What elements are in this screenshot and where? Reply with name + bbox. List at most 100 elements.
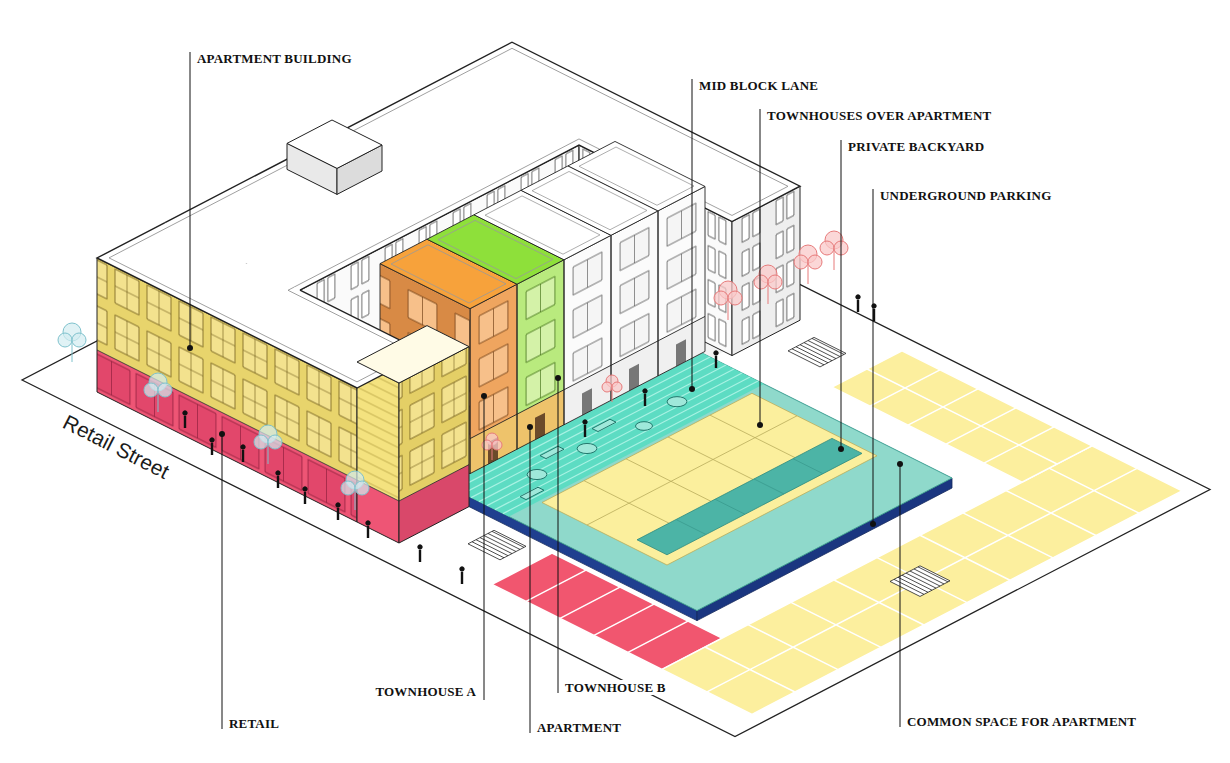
callout-label: UNDERGROUND PARKING	[878, 188, 1053, 203]
corner-tower	[399, 465, 469, 501]
person	[303, 487, 307, 491]
person	[241, 445, 245, 449]
leader-dot	[219, 431, 225, 437]
townhouse-facade	[564, 235, 611, 424]
leader-dot	[757, 422, 763, 428]
leader-line	[900, 464, 901, 727]
callout-label: TOWNHOUSES OVER APARTMENT	[765, 107, 993, 124]
street-name: Retail Street	[58, 410, 173, 486]
callout-label: APARTMENT BUILDING	[195, 50, 354, 67]
lane-tree	[492, 440, 502, 450]
street-tree	[341, 481, 355, 495]
person	[183, 411, 187, 415]
townhouse-facade	[517, 260, 564, 449]
lane-tree	[754, 265, 782, 304]
townhouse-roof	[579, 147, 694, 205]
callout-label: RETAIL	[227, 715, 281, 732]
lane-tree	[482, 433, 502, 460]
townhouse-facade	[611, 211, 658, 400]
stair-hatch	[788, 337, 846, 367]
callout-label: APARTMENT	[535, 719, 623, 736]
street-tree	[355, 481, 369, 495]
lane-tree	[728, 291, 742, 305]
townhouse-roof	[568, 141, 705, 210]
lane-tree	[808, 264, 809, 284]
private-backyard	[637, 438, 862, 554]
townhouse-roof	[532, 171, 647, 229]
lane-tree	[602, 375, 622, 402]
townhouse-roof	[380, 141, 705, 308]
person	[418, 545, 422, 549]
corner-tower	[357, 326, 469, 383]
callout-label: PRIVATE BACKYARD	[846, 139, 986, 154]
street-tree	[268, 435, 282, 449]
callout-label: TOWNHOUSE B	[563, 679, 668, 696]
lane-tree	[714, 291, 728, 305]
lane-tree	[834, 250, 835, 270]
townhouse-facade	[470, 186, 705, 473]
street-tree	[144, 373, 172, 412]
leader-line	[760, 109, 761, 425]
planter	[663, 395, 691, 409]
street-tree	[72, 342, 73, 362]
leader-line	[190, 52, 900, 733]
callout-label: RETAIL	[227, 716, 281, 731]
leader-line	[190, 52, 191, 348]
stair-hatch	[890, 566, 950, 597]
street-tree	[355, 490, 356, 510]
lane-tree	[794, 255, 808, 269]
leader-dot	[838, 446, 844, 452]
person	[276, 471, 280, 475]
corner-tower	[357, 326, 469, 383]
backyard-lines	[676, 459, 823, 535]
person	[856, 295, 860, 299]
planter	[520, 487, 544, 499]
leader-line	[558, 378, 559, 693]
callout-label: MID BLOCK LANE	[697, 77, 820, 94]
person	[643, 389, 647, 393]
lane-tree	[612, 388, 613, 402]
person	[366, 521, 370, 525]
planter	[523, 467, 551, 481]
leader-line	[873, 189, 874, 524]
roof-stair-box	[287, 120, 382, 168]
townhouse-roof	[485, 196, 600, 254]
lane-tree	[482, 231, 848, 460]
apartment-facade	[357, 362, 399, 543]
townhouse-plots	[542, 393, 877, 565]
callout-label: COMMON SPACE FOR APARTMENT	[905, 713, 1138, 730]
lane-tree	[820, 231, 848, 270]
stair-hatch	[468, 530, 526, 560]
townhouse-roof	[391, 245, 506, 303]
person	[460, 567, 464, 571]
lane-tree	[808, 255, 822, 269]
street-tree	[254, 435, 268, 449]
leader-line	[530, 427, 531, 733]
door	[488, 339, 686, 464]
street-tree	[58, 323, 86, 362]
street-tree	[72, 333, 86, 347]
leader-dot	[527, 424, 533, 430]
planter	[540, 446, 564, 458]
townhouse-facade	[470, 186, 705, 473]
lane-tree	[794, 245, 822, 284]
callout-label: APARTMENT BUILDING	[195, 51, 354, 66]
lane-tree	[728, 300, 729, 320]
callout-label: APARTMENT	[535, 720, 623, 735]
leader-dot	[897, 461, 903, 467]
leader-line	[484, 396, 485, 700]
lane-tree	[602, 382, 612, 392]
townhouse-facade	[470, 316, 705, 438]
street-tree	[158, 392, 159, 412]
lane-tree	[492, 446, 493, 460]
leader-dot	[481, 393, 487, 399]
lane-tree	[820, 241, 834, 255]
street-tree	[268, 444, 269, 464]
roof-stair-box	[287, 120, 382, 194]
callout-label: PRIVATE BACKYARD	[846, 138, 986, 155]
street-tree	[144, 383, 158, 397]
callout-label: TOWNHOUSE B	[563, 680, 668, 695]
leader-dot	[187, 345, 193, 351]
lane-tree	[768, 275, 782, 289]
